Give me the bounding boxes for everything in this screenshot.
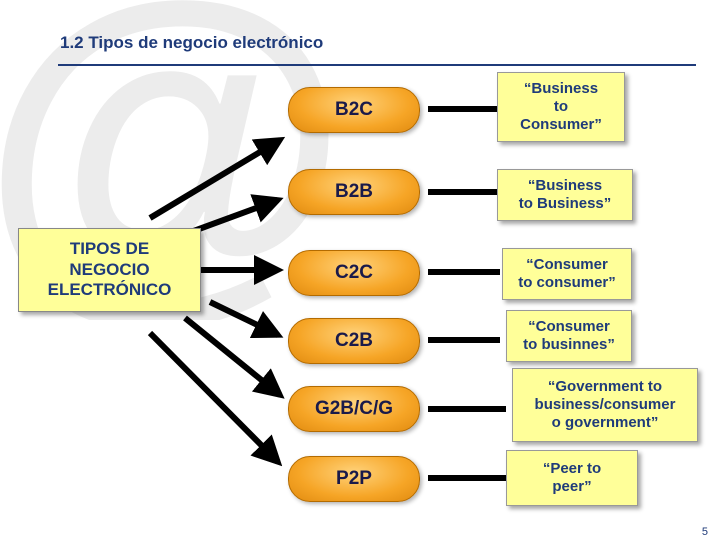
center-label: TIPOS DE NEGOCIO ELECTRÓNICO [47, 239, 172, 300]
connector-b2b [428, 189, 500, 195]
center-box: TIPOS DE NEGOCIO ELECTRÓNICO [18, 228, 201, 312]
description-b2b: “Business to Business” [497, 169, 633, 221]
description-p2p: “Peer to peer” [506, 450, 638, 506]
type-box-b2b: B2B [288, 169, 420, 215]
page-number: 5 [701, 526, 708, 538]
description-c2b: “Consumer to businnes” [506, 310, 632, 362]
page-title: 1.2 Tipos de negocio electrónico [60, 33, 324, 52]
connector-g2b [428, 406, 506, 412]
arrow-p2p [147, 330, 283, 467]
type-box-g2b: G2B/C/G [288, 386, 420, 432]
type-box-p2p: P2P [288, 456, 420, 502]
type-box-c2b: C2B [288, 318, 420, 364]
description-g2b: “Government to business/consumer o gover… [512, 368, 698, 442]
connector-p2p [428, 475, 506, 481]
arrow-b2c [148, 136, 286, 221]
description-b2c: “Business to Consumer” [497, 72, 625, 142]
connector-b2c [428, 106, 500, 112]
type-box-b2c: B2C [288, 87, 420, 133]
connector-c2c [428, 269, 500, 275]
description-c2c: “Consumer to consumer” [502, 248, 632, 300]
type-box-c2c: C2C [288, 250, 420, 296]
connector-c2b [428, 337, 500, 343]
arrow-c2b [208, 299, 284, 339]
arrow-g2b [183, 315, 285, 399]
title-divider [58, 64, 696, 66]
